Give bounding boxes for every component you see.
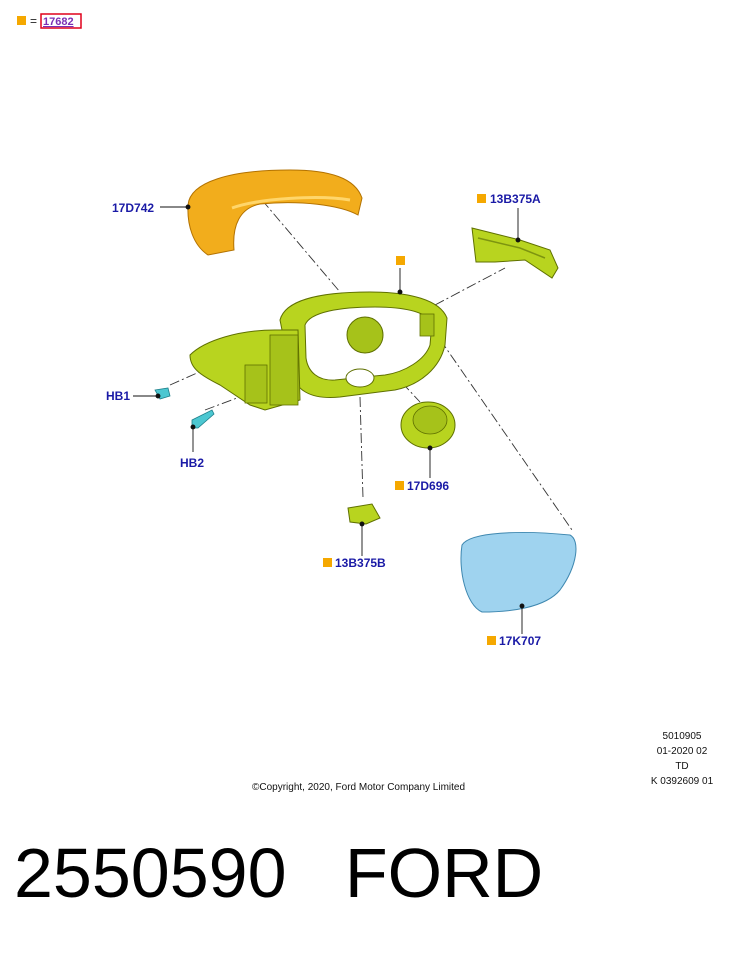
actuator-part [400, 401, 456, 449]
drawing-metadata: 5010905 01-2020 02 TD K 0392609 01 [642, 729, 722, 789]
marker-square-icon [477, 194, 486, 203]
mirror-cover-part [187, 169, 363, 256]
marker-square-icon [395, 481, 404, 490]
label-puddle-lamp[interactable]: 13B375B [335, 556, 386, 570]
footer-title: 2550590 FORD [14, 838, 543, 908]
exploded-parts-diagram: = 17682 [17, 13, 577, 648]
bulb-hb2-part [191, 409, 215, 429]
footer-part-number: 2550590 [14, 834, 287, 912]
label-turn-lamp[interactable]: 13B375A [490, 192, 541, 206]
label-cover[interactable]: 17D742 [112, 201, 154, 215]
mirror-glass-part [460, 532, 577, 613]
marker-square-icon [487, 636, 496, 645]
housing-frame-part [279, 291, 448, 399]
marker-square-icon [323, 558, 332, 567]
label-bulb-2[interactable]: HB2 [180, 456, 204, 470]
label-bulb-1[interactable]: HB1 [106, 389, 130, 403]
mirror-base-part [189, 329, 301, 411]
marker-square-icon [396, 256, 405, 265]
copyright-text: ©Copyright, 2020, Ford Motor Company Lim… [252, 782, 466, 793]
footer-brand: FORD [344, 834, 544, 912]
label-actuator[interactable]: 17D696 [407, 479, 449, 493]
meta-line-2: 01-2020 02 [656, 746, 708, 757]
legend-marker-icon [17, 16, 26, 25]
legend-link-box[interactable] [40, 13, 82, 29]
meta-line-3: TD [675, 761, 689, 772]
meta-line-4: K 0392609 01 [650, 776, 714, 787]
puddle-lamp-part [347, 503, 381, 525]
label-glass[interactable]: 17K707 [499, 634, 541, 648]
turn-lamp-part [471, 227, 559, 279]
legend-link[interactable]: 17682 [43, 16, 74, 28]
legend-equals: = [30, 14, 37, 28]
callout-leaders [133, 204, 525, 634]
meta-line-1: 5010905 [662, 731, 702, 742]
